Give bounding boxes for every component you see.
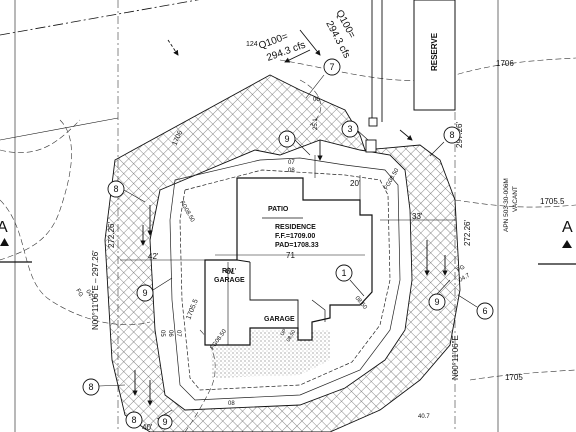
grade-06b: 06 — [167, 330, 173, 337]
callout-3: 3 — [341, 120, 369, 141]
up-label: UP — [280, 327, 289, 337]
reserve-area: RESERVE — [413, 0, 456, 111]
dimension-lines — [120, 155, 455, 345]
callout-8b: 8 — [107, 180, 146, 203]
reserve-label: RESERVE — [430, 32, 439, 71]
dim-42: 42' — [148, 252, 159, 261]
callout-1-num: 1 — [341, 268, 346, 278]
elevation-124: 124 — [246, 41, 258, 48]
contour-1705: 1705 — [505, 373, 523, 382]
apn-label: APN 503-30-006M — [503, 178, 510, 232]
residence-label: RESIDENCE — [275, 224, 316, 231]
fg-edge-right: FG — [456, 264, 467, 274]
section-marker-right: A — [538, 219, 576, 265]
apn-vacant: VACANT — [512, 186, 519, 212]
callout-6-num: 6 — [482, 306, 487, 316]
building-footprint — [204, 177, 373, 346]
callout-8a: 8 — [429, 126, 461, 157]
dim-33: 33' — [412, 212, 423, 221]
callout-7-num: 7 — [329, 62, 334, 72]
bearing-left: N00°11'06"E – 297.26' — [91, 250, 100, 330]
callout-8d-num: 8 — [131, 415, 136, 425]
section-letter-right: A — [562, 219, 573, 236]
up-value: 08.50 — [286, 329, 298, 343]
callout-8c-num: 8 — [88, 382, 93, 392]
fg-left: FG08.50 — [178, 200, 195, 224]
dim-40: 40' — [142, 423, 153, 432]
pad-elevation-label: PAD=1708.33 — [275, 242, 319, 249]
callout-9a-num: 9 — [284, 134, 289, 144]
grade-06a: 06 — [313, 97, 320, 103]
grade-05: 05 — [159, 330, 165, 337]
callout-9d: 9 — [156, 409, 173, 430]
callout-9a: 9 — [278, 130, 311, 156]
rv-garage-label-2: GARAGE — [214, 277, 245, 284]
section-marker-left: A — [0, 219, 32, 263]
grade-08-bottom: 08 — [228, 401, 235, 407]
bearing-right-inner: 272.26' — [463, 220, 472, 246]
bearing-right: N00°11'06"E — [451, 335, 460, 380]
callout-6: 6 — [457, 294, 494, 320]
callout-1: 1 — [335, 264, 365, 297]
dim-20: 20' — [350, 179, 361, 188]
callout-8d: 8 — [125, 411, 143, 429]
contour-1705-5-left: 1705.5 — [185, 298, 200, 321]
callout-9b: 9 — [136, 277, 173, 302]
callout-8b-num: 8 — [113, 184, 118, 194]
callout-8c: 8 — [82, 378, 126, 396]
contour-1705-5-right: 1705.5 — [540, 197, 565, 206]
callout-9b-num: 9 — [142, 288, 147, 298]
grade-07a: 07 — [288, 160, 295, 166]
fg-edge-left: FG — [74, 288, 84, 299]
fg-edge-right-value: 04.7 — [458, 272, 472, 283]
callout-3-num: 3 — [347, 124, 352, 134]
grade-40-7: 40.7 — [418, 414, 430, 420]
section-letter-left: A — [0, 219, 8, 236]
grade-25: 25.1 — [313, 118, 319, 130]
callout-9d-num: 9 — [162, 417, 167, 427]
callout-8a-num: 8 — [449, 130, 454, 140]
dim-61: 61' — [226, 267, 237, 276]
grade-08a: 08 — [288, 168, 295, 174]
callout-7: 7 — [305, 58, 341, 99]
patio-label: PATIO — [268, 206, 289, 213]
grade-07b: 07 — [175, 330, 181, 337]
fg-edge-left-value: 04.7 — [84, 289, 95, 303]
callout-9c-num: 9 — [434, 297, 439, 307]
dim-71: 71 — [286, 251, 295, 260]
drainage-swale-ring — [104, 74, 461, 432]
flow-arrows — [132, 29, 448, 406]
garage-label: GARAGE — [264, 316, 295, 323]
bearing-left-inner: 272.26' — [107, 222, 116, 248]
callout-9c: 9 — [428, 279, 451, 311]
contour-1706: 1706 — [496, 59, 514, 68]
access-path-lines — [365, 0, 383, 153]
finished-floor-label: F.F.=1709.00 — [275, 233, 315, 240]
